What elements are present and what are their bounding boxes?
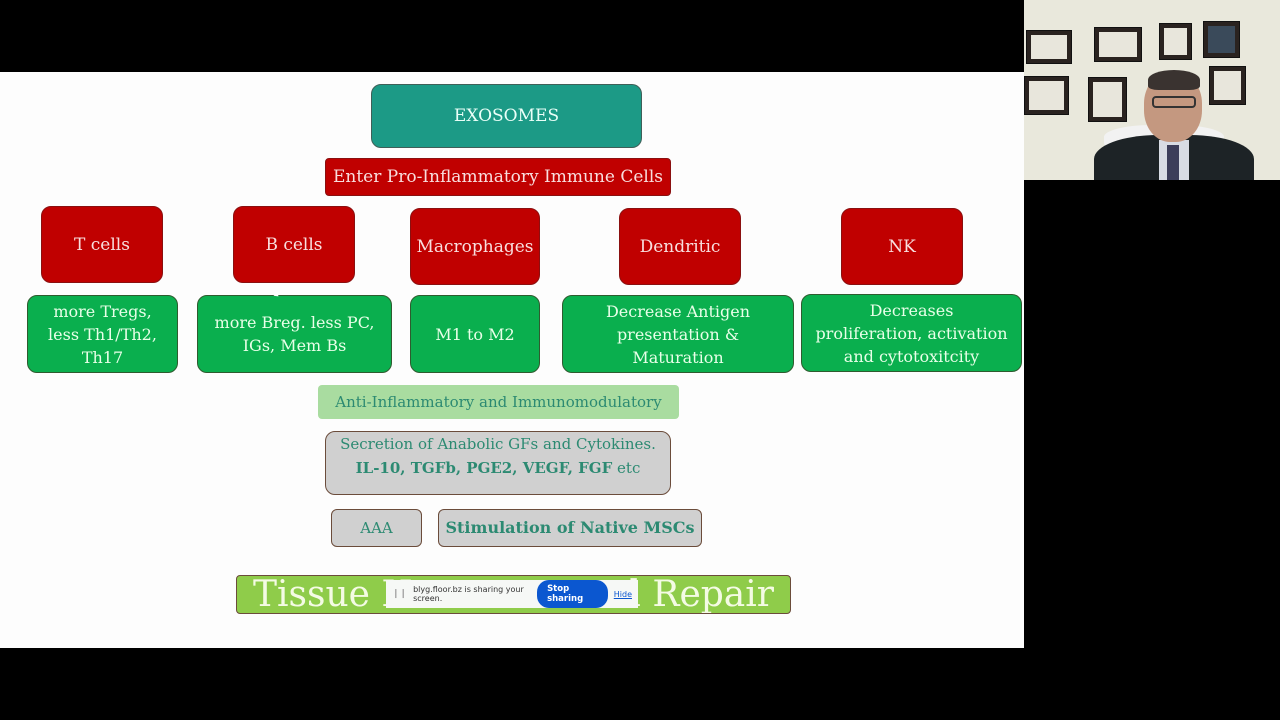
nk-label: NK — [888, 236, 916, 257]
wall-frame — [1209, 66, 1246, 105]
presenter-tie — [1167, 145, 1179, 180]
b-cells-label: B cells — [265, 234, 323, 255]
secretion-factors: IL-10, TGFb, PGE2, VEGF, FGF — [355, 459, 613, 477]
secretion-suffix: etc — [617, 459, 641, 477]
wall-frame — [1088, 77, 1127, 122]
anti-inflammatory-box: Anti-Inflammatory and Immunomodulatory — [318, 385, 679, 419]
hide-link[interactable]: Hide — [613, 589, 632, 599]
presenter-webcam — [1024, 0, 1280, 180]
secretion-box: Secretion of Anabolic GFs and Cytokines.… — [325, 431, 671, 495]
anti-inflammatory-text: Anti-Inflammatory and Immunomodulatory — [335, 393, 662, 411]
wall-frame — [1203, 21, 1240, 58]
stimulation-box: Stimulation of Native MSCs — [438, 509, 702, 547]
stop-sharing-button[interactable]: Stop sharing — [537, 580, 608, 608]
b-cells-effect-box: more Breg. less PC, IGs, Mem Bs — [197, 295, 392, 373]
nk-effect: Decreases proliferation, activation and … — [815, 300, 1008, 366]
dendritic-label: Dendritic — [639, 236, 721, 257]
dendritic-box: Dendritic — [619, 208, 741, 285]
wall-frame — [1026, 30, 1072, 64]
wall-frame — [1024, 76, 1069, 115]
presenter-glasses — [1152, 96, 1196, 108]
dendritic-effect: Decrease Antigen presentation & Maturati… — [605, 301, 751, 367]
exosomes-title: EXOSOMES — [453, 106, 560, 126]
macrophages-effect-box: M1 to M2 — [410, 295, 540, 373]
t-cells-box: T cells — [41, 206, 163, 283]
wall-frame — [1094, 27, 1142, 62]
share-message: blyg.floor.bz is sharing your screen. — [413, 585, 524, 603]
drag-handle-icon[interactable]: ❙❙ — [392, 589, 408, 599]
dendritic-effect-box: Decrease Antigen presentation & Maturati… — [562, 295, 794, 373]
aaa-box: AAA — [331, 509, 422, 547]
b-cells-box: B cells — [233, 206, 355, 283]
t-cells-effect-box: more Tregs, less Th1/Th2, Th17 — [27, 295, 178, 373]
b-cells-effect: more Breg. less PC, IGs, Mem Bs — [214, 313, 375, 355]
wall-frame — [1159, 23, 1192, 60]
presentation-slide: EXOSOMES Enter Pro-Inflammatory Immune C… — [0, 72, 1024, 648]
macrophages-effect: M1 to M2 — [435, 324, 515, 344]
subtitle-text: Enter Pro-Inflammatory Immune Cells — [332, 167, 664, 187]
subtitle-box: Enter Pro-Inflammatory Immune Cells — [325, 158, 671, 196]
t-cells-effect: more Tregs, less Th1/Th2, Th17 — [48, 301, 157, 367]
banner-right-text: d Repair — [617, 575, 774, 614]
nk-box: NK — [841, 208, 963, 285]
exosomes-title-box: EXOSOMES — [371, 84, 642, 148]
stimulation-text: Stimulation of Native MSCs — [445, 518, 695, 537]
macrophages-box: Macrophages — [410, 208, 540, 285]
secretion-prefix: Secretion of Anabolic GFs and Cytokines. — [340, 435, 656, 453]
macrophages-label: Macrophages — [416, 236, 534, 257]
presenter-hair — [1148, 70, 1200, 90]
aaa-text: AAA — [360, 519, 393, 537]
t-cells-label: T cells — [74, 234, 130, 255]
nk-effect-box: Decreases proliferation, activation and … — [801, 294, 1022, 372]
screen-share-bar: ❙❙ blyg.floor.bz is sharing your screen.… — [386, 580, 638, 608]
